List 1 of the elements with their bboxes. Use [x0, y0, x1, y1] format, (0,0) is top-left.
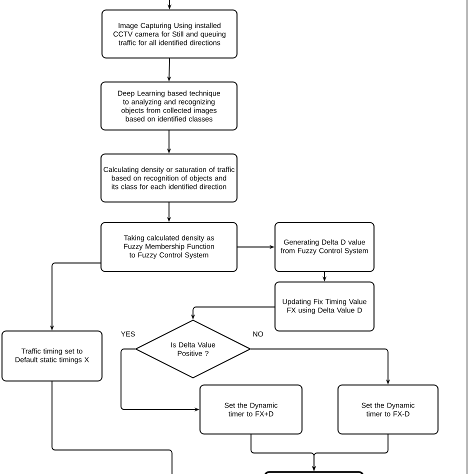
- process-box: [264, 471, 364, 474]
